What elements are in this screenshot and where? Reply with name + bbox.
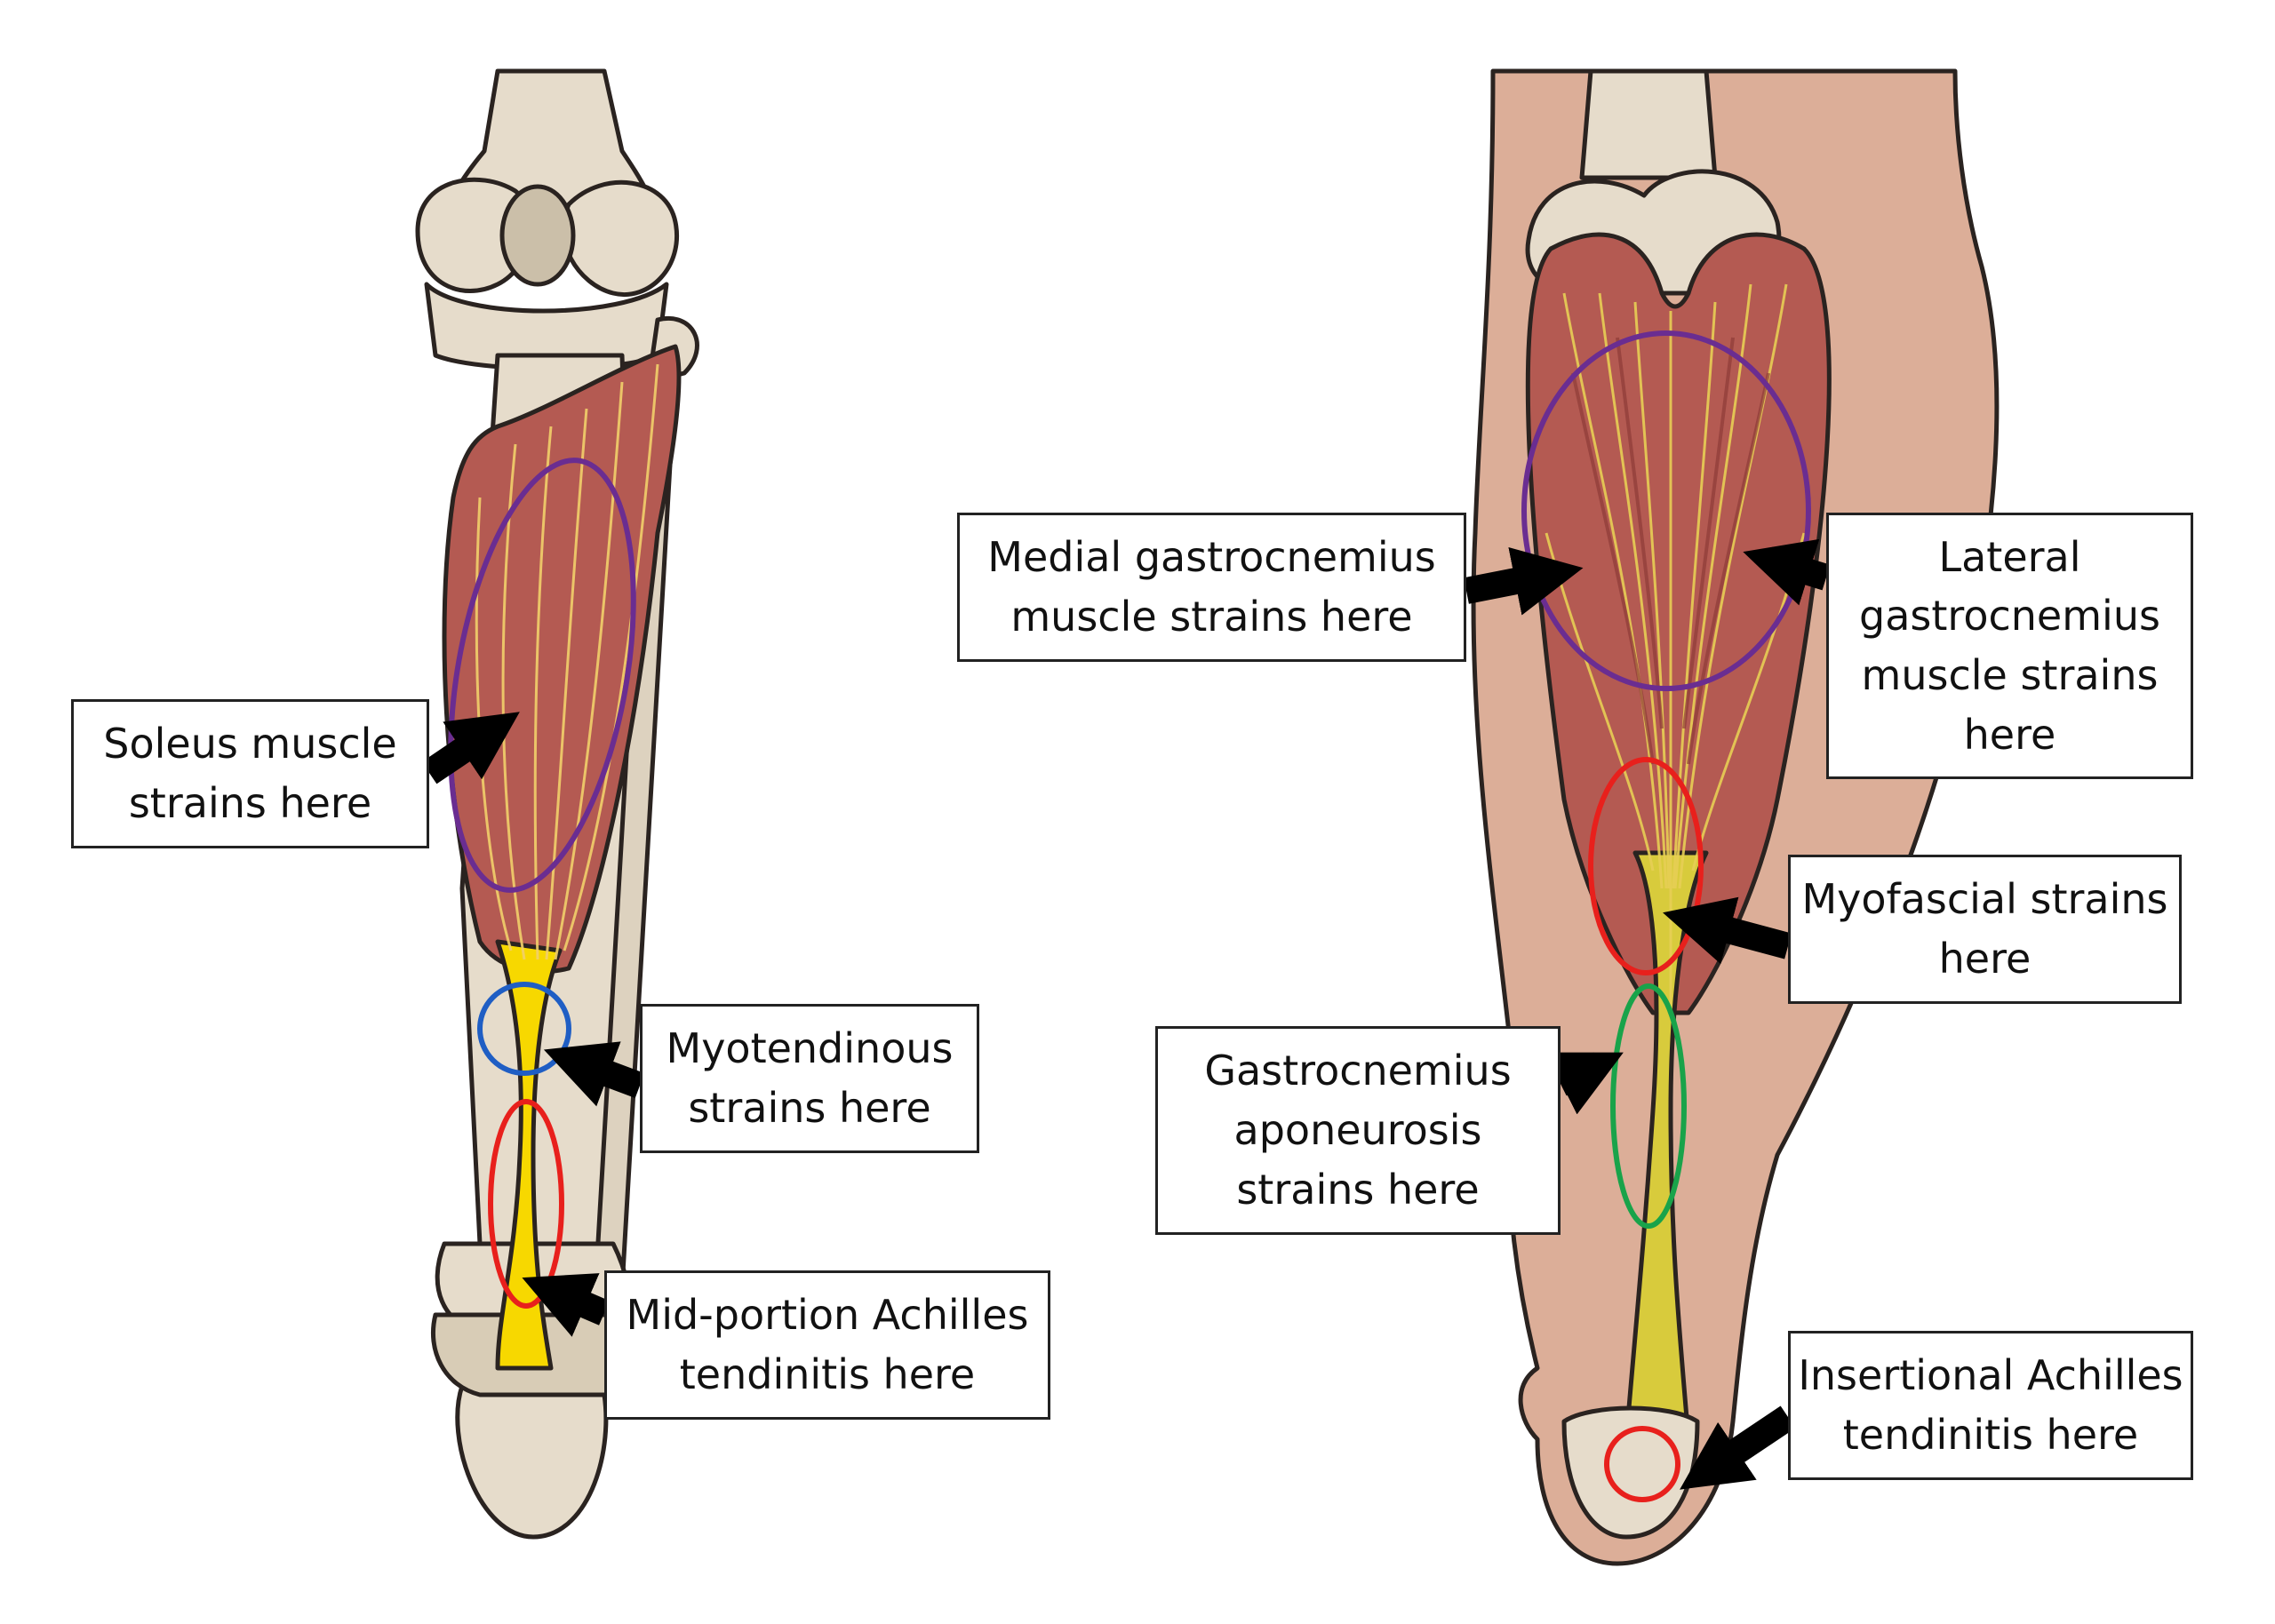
midportion-arrow (522, 1273, 610, 1337)
aponeurosis-arrow (1545, 1052, 1624, 1115)
insertional-tendinitis-circle (1604, 1426, 1680, 1502)
midportion-label: Mid-portion Achilles tendinitis here (604, 1270, 1050, 1420)
right-leg (1471, 68, 2000, 1566)
soleus-label: Soleus muscle strains here (71, 699, 429, 848)
knee-condyle-right (561, 179, 679, 297)
right-heel (1561, 1405, 1700, 1540)
medial-arrow (1464, 546, 1584, 616)
myotendinous-label: Myotendinous strains here (640, 1004, 979, 1153)
myofascial-strain-circle (1588, 757, 1704, 975)
soleus-arrow (421, 712, 520, 784)
myotendinous-arrow (543, 1041, 645, 1107)
pointer-arrows (421, 538, 1831, 1490)
patella (499, 184, 576, 287)
myofascial-arrow (1663, 896, 1792, 965)
medial-gastrocnemius-label: Medial gastrocnemius muscle strains here (957, 513, 1466, 662)
lateral-gastrocnemius-label: Lateral gastrocnemius muscle strains her… (1826, 513, 2193, 779)
insertional-label: Insertional Achilles tendinitis here (1788, 1331, 2193, 1480)
aponeurosis-label: Gastrocnemius aponeurosis strains here (1155, 1026, 1561, 1235)
gastrocnemius-strain-circle (1521, 330, 1811, 691)
gastrocnemius-muscle (1525, 232, 1832, 1015)
lateral-arrow (1743, 538, 1831, 606)
insertional-arrow (1680, 1405, 1796, 1490)
myotendinous-strain-circle (477, 982, 571, 1076)
soleus-strain-circle (448, 458, 636, 893)
gastrocnemius-dark-fibers (1571, 337, 1770, 765)
left-achilles-tendon (495, 939, 563, 1371)
myofascial-label: Myofascial strains here (1788, 855, 2182, 1004)
right-femur (1579, 68, 1718, 180)
